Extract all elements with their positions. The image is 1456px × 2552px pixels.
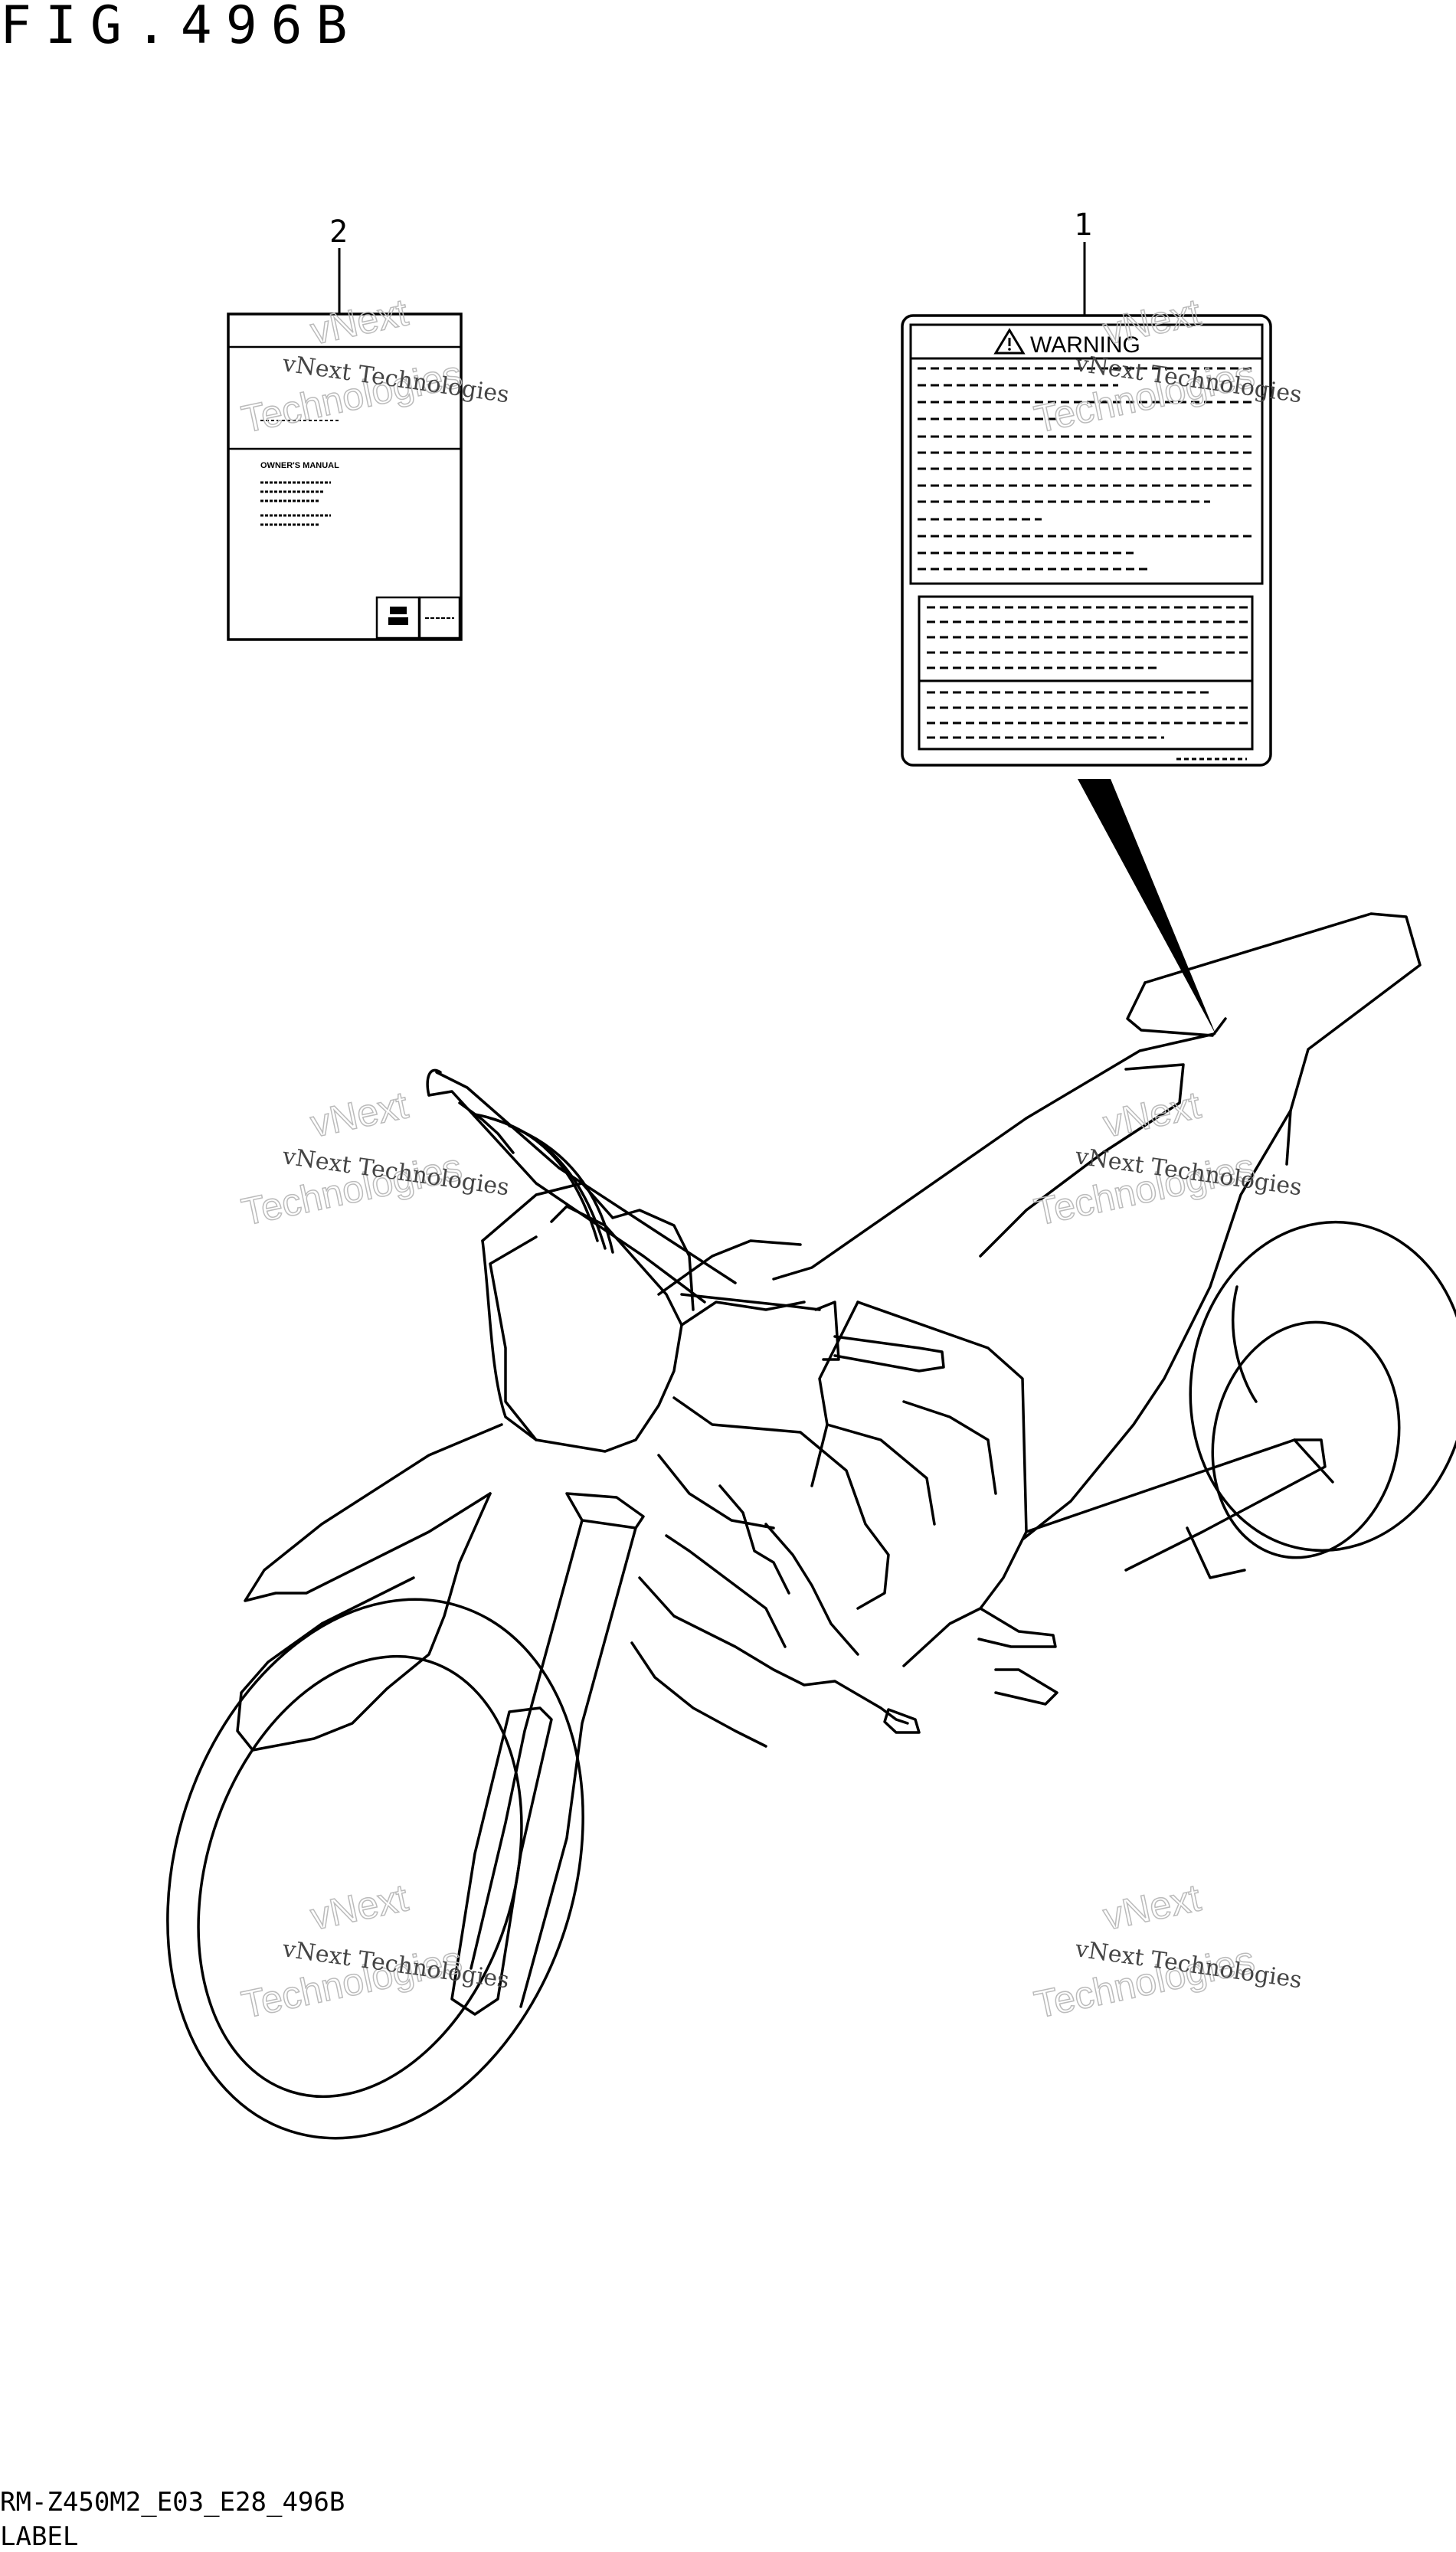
figure-code: RM-Z450M2_E03_E28_496B	[0, 2487, 345, 2518]
watermark-5: Technologies vNext vNext Technologies	[237, 1876, 511, 2027]
svg-text:vNext: vNext	[1100, 1876, 1205, 1938]
svg-text:vNext: vNext	[1100, 1083, 1205, 1145]
figure-title: FIG.496B	[0, 0, 362, 56]
callout-2[interactable]: 2	[329, 214, 348, 314]
watermark-6: Technologies vNext vNext Technologies	[1030, 1876, 1304, 2027]
label-location-pointer	[1078, 779, 1216, 1036]
warning-label-heading: WARNING	[1030, 332, 1140, 358]
warning-triangle-icon	[993, 328, 1026, 355]
figure-section: LABEL	[0, 2521, 79, 2552]
svg-text:vNext: vNext	[307, 1876, 412, 1938]
suzuki-logo-icon	[388, 607, 408, 625]
callout-number-2: 2	[329, 214, 348, 250]
watermark-3: Technologies vNext vNext Technologies	[237, 1083, 511, 1235]
callout-1[interactable]: 1	[1074, 208, 1092, 316]
callout-number-1: 1	[1074, 208, 1092, 243]
warning-label-illustration: WARNING	[901, 314, 1272, 1036]
owners-manual-label: OWNER'S MANUAL	[260, 461, 339, 470]
owners-manual-illustration: OWNER'S MANUAL	[227, 312, 463, 641]
motorcycle-outline	[166, 912, 1456, 2140]
svg-text:vNext: vNext	[307, 1083, 412, 1145]
